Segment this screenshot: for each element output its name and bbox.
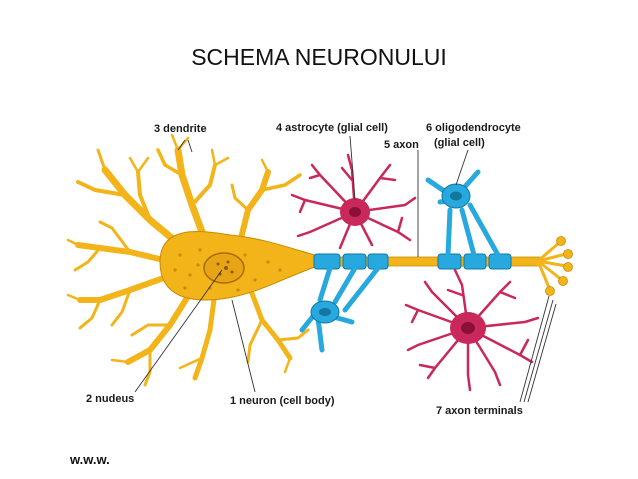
- label-nucleus: 2 nudeus: [86, 393, 134, 405]
- label-oligodendrocyte-line2: (glial cell): [434, 137, 485, 149]
- label-axon-terminals: 7 axon terminals: [436, 405, 523, 417]
- astrocyte-upper: [290, 153, 417, 250]
- footer-text: w.w.w.: [70, 452, 110, 467]
- oligodendrocyte-lower: [299, 265, 381, 353]
- leader-lines: [134, 135, 557, 403]
- oligodendrocyte-upper: [425, 169, 501, 258]
- neuron-shape: [66, 133, 573, 387]
- label-oligodendrocyte-line1: 6 oligodendrocyte: [426, 122, 521, 134]
- page-title: SCHEMA NEURONULUI: [191, 44, 447, 70]
- label-axon: 5 axon: [384, 139, 419, 151]
- label-neuron: 1 neuron (cell body): [230, 395, 335, 407]
- label-dendrite: 3 dendrite: [154, 123, 207, 135]
- astrocyte-lower: [404, 268, 540, 392]
- label-astrocyte: 4 astrocyte (glial cell): [276, 122, 388, 134]
